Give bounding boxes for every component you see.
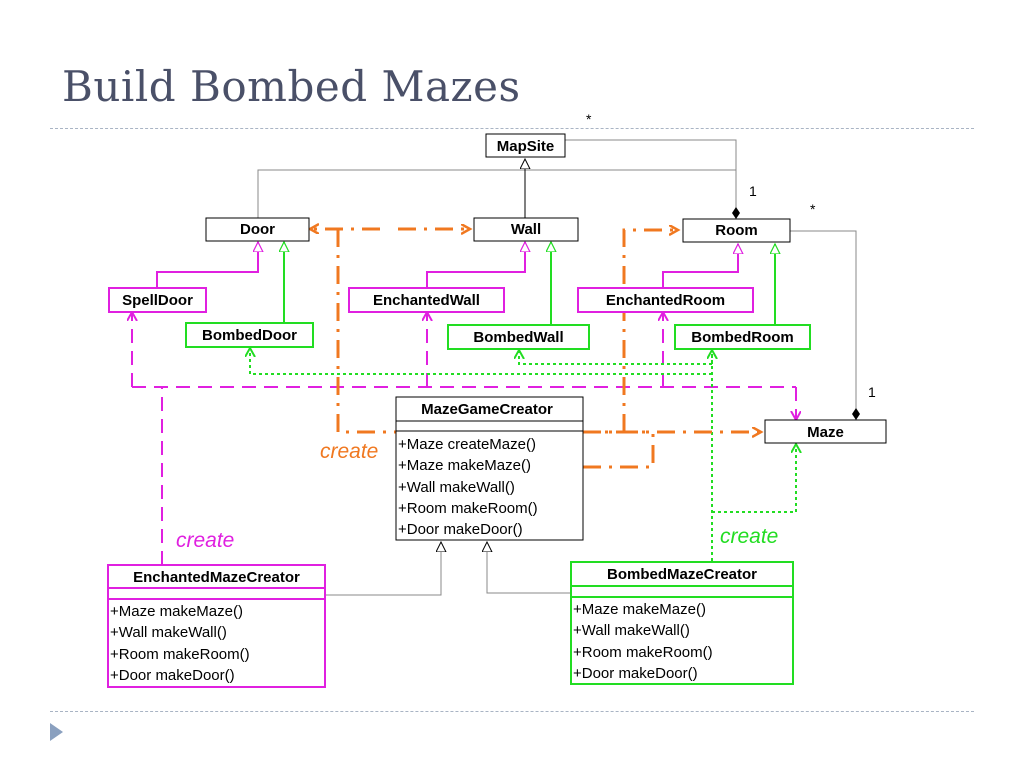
class-bombedmazecreator-box [570, 561, 794, 685]
class-bombedmazecreator: BombedMazeCreator +Maze makeMaze() +Wall… [570, 561, 794, 685]
inheritance-bombed [284, 242, 775, 327]
multiplicity-maze-one: 1 [868, 384, 876, 400]
inheritance-enchanted [156, 242, 738, 290]
next-slide-arrow-icon[interactable] [50, 723, 63, 741]
class-bombedwall-name: BombedWall [473, 329, 563, 346]
association-mapsite-room [565, 139, 740, 219]
class-bombedwall: BombedWall [447, 324, 590, 350]
class-maze-box [764, 419, 887, 444]
mazegamecreator-op: +Maze makeMaze() [398, 457, 531, 474]
create-label-orange: create [320, 440, 378, 463]
class-door-name: Door [240, 221, 275, 238]
mazegamecreator-op: +Maze createMaze() [398, 436, 536, 453]
bombedmazecreator-op: +Door makeDoor() [573, 665, 698, 682]
class-bombeddoor-box [185, 322, 314, 348]
class-enchantedroom: EnchantedRoom [577, 287, 754, 313]
class-room: Room [682, 218, 791, 243]
class-enchantedwall-name: EnchantedWall [373, 292, 480, 309]
class-bombedwall-box [447, 324, 590, 350]
enchantedmazecreator-op: +Wall makeWall() [110, 624, 227, 641]
class-enchantedmazecreator: EnchantedMazeCreator +Maze makeMaze() +W… [107, 564, 326, 688]
footer-divider [50, 711, 974, 712]
class-wall-box [473, 217, 579, 242]
class-maze: Maze [764, 419, 887, 444]
class-bombedroom: BombedRoom [674, 324, 811, 350]
inheritance-creators [325, 542, 571, 596]
class-mazegamecreator: MazeGameCreator +Maze createMaze() +Maze… [395, 396, 584, 541]
class-bombedroom-name: BombedRoom [691, 329, 794, 346]
class-mazegamecreator-name: MazeGameCreator [421, 401, 553, 418]
bombedmazecreator-op: +Wall makeWall() [573, 622, 690, 639]
class-enchantedwall-box [348, 287, 505, 313]
create-label-magenta: create [176, 529, 234, 552]
mazegamecreator-op: +Room makeRoom() [398, 500, 538, 517]
class-bombedroom-box [674, 324, 811, 350]
class-mapsite-box [485, 133, 566, 158]
class-maze-name: Maze [807, 424, 844, 441]
class-room-name: Room [715, 222, 758, 239]
create-label-green: create [720, 525, 778, 548]
class-enchantedroom-name: EnchantedRoom [606, 292, 725, 309]
mazegamecreator-op: +Wall makeWall() [398, 479, 515, 496]
enchantedmazecreator-op: +Maze makeMaze() [110, 603, 243, 620]
create-dependency-bombed [250, 348, 796, 561]
class-spelldoor-box [108, 287, 207, 313]
class-enchantedmazecreator-box [107, 564, 326, 688]
multiplicity-room-one: 1 [749, 183, 757, 199]
slide-title: Build Bombed Mazes [62, 62, 521, 111]
class-spelldoor: SpellDoor [108, 287, 207, 313]
class-wall-name: Wall [511, 221, 541, 238]
multiplicity-mapsite-many: * [586, 111, 592, 127]
mazegamecreator-op: +Door makeDoor() [398, 521, 523, 538]
class-mapsite-name: MapSite [497, 138, 555, 155]
inheritance-door-wall-room [257, 159, 737, 218]
class-bombedmazecreator-name: BombedMazeCreator [607, 566, 757, 583]
class-mapsite: MapSite [485, 133, 566, 158]
class-enchantedwall: EnchantedWall [348, 287, 505, 313]
bombedmazecreator-op: +Maze makeMaze() [573, 601, 706, 618]
class-enchantedroom-box [577, 287, 754, 313]
title-divider [50, 128, 974, 129]
class-bombeddoor: BombedDoor [185, 322, 314, 348]
class-bombeddoor-name: BombedDoor [202, 327, 297, 344]
class-room-box [682, 218, 791, 243]
enchantedmazecreator-op: +Door makeDoor() [110, 667, 235, 684]
class-wall: Wall [473, 217, 579, 242]
bombedmazecreator-op: +Room makeRoom() [573, 644, 713, 661]
class-enchantedmazecreator-name: EnchantedMazeCreator [133, 569, 300, 586]
class-door: Door [205, 217, 310, 242]
multiplicity-room-many: * [810, 201, 816, 217]
association-room-maze [790, 230, 860, 420]
enchantedmazecreator-op: +Room makeRoom() [110, 646, 250, 663]
class-spelldoor-name: SpellDoor [122, 292, 193, 309]
class-door-box [205, 217, 310, 242]
